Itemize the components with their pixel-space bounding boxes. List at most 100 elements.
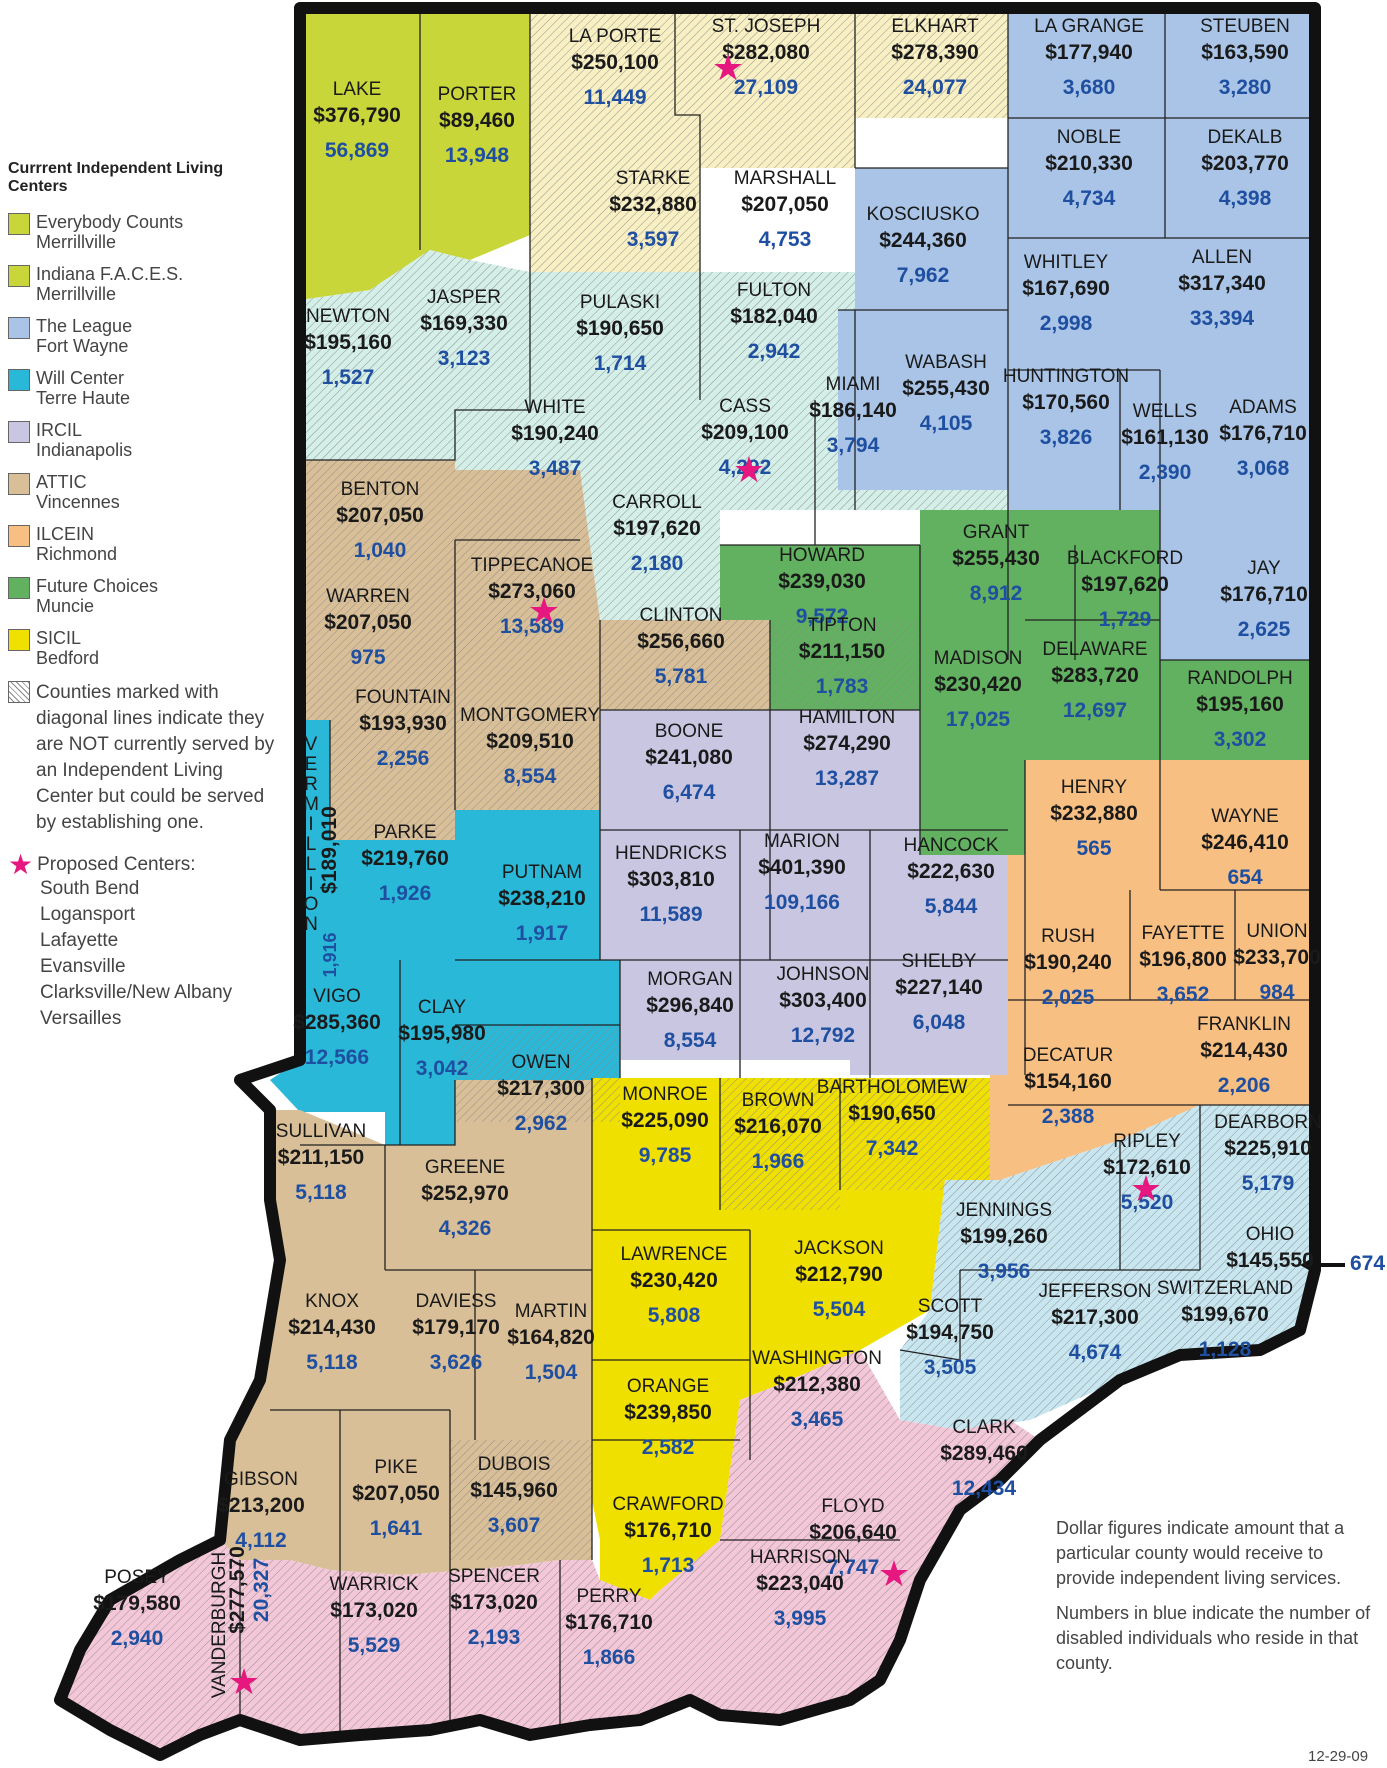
county-name: DUBOIS bbox=[478, 1454, 551, 1475]
legend-center-name: Future Choices bbox=[36, 576, 159, 596]
unserved-hatch-overlay bbox=[60, 8, 1315, 1755]
county-disabled-count: 984 bbox=[1259, 981, 1294, 1004]
county-name: WARREN bbox=[326, 586, 410, 607]
county-name: WELLS bbox=[1133, 401, 1197, 422]
county-disabled-count: 5,844 bbox=[925, 895, 978, 918]
legend-swatch bbox=[8, 577, 30, 599]
county-disabled-count: 1,504 bbox=[525, 1361, 578, 1384]
county-dollar: $203,770 bbox=[1201, 152, 1289, 175]
county-dollar: $173,020 bbox=[330, 1599, 418, 1622]
hatch-north bbox=[530, 8, 1008, 272]
legend-center-name: SICIL bbox=[36, 628, 82, 648]
county-name: ORANGE bbox=[627, 1376, 709, 1397]
county-dollar: $222,630 bbox=[907, 860, 995, 883]
county-name: NEWTON bbox=[306, 306, 390, 327]
notes: Dollar figures indicate amount that a pa… bbox=[1056, 1516, 1381, 1686]
county-borders bbox=[239, 8, 1315, 1740]
county-name: MARSHALL bbox=[734, 168, 836, 189]
region-league bbox=[838, 8, 1315, 785]
county-dollar: $176,710 bbox=[1219, 422, 1307, 445]
county-dollar: $145,550 bbox=[1226, 1249, 1314, 1272]
county-name: CLAY bbox=[418, 997, 467, 1018]
county-name: TIPTON bbox=[807, 615, 876, 636]
legend-center-name: The League bbox=[36, 316, 133, 336]
county-name: ADAMS bbox=[1229, 397, 1297, 418]
county-disabled-count: 4,753 bbox=[759, 228, 812, 251]
proposed-center: Versailles bbox=[40, 1008, 122, 1029]
county-name-letter: V bbox=[305, 734, 318, 755]
county-disabled-count: 2,025 bbox=[1042, 986, 1095, 1009]
county-dollar: $303,400 bbox=[779, 989, 867, 1012]
county-disabled-count: 4,734 bbox=[1063, 187, 1116, 210]
county-disabled-count: 7,962 bbox=[897, 264, 950, 287]
dollar-note: Dollar figures indicate amount that a pa… bbox=[1056, 1518, 1345, 1588]
county-name: HANCOCK bbox=[903, 835, 998, 856]
county-disabled-count: 7,342 bbox=[866, 1137, 919, 1160]
county-disabled-count: 1,527 bbox=[322, 366, 375, 389]
county-name: SPENCER bbox=[448, 1566, 540, 1587]
county-disabled-count: 1,926 bbox=[379, 882, 432, 905]
county-disabled-count: 1,783 bbox=[816, 675, 869, 698]
county-dollar: $197,620 bbox=[613, 517, 701, 540]
county-dollar: $232,880 bbox=[609, 193, 697, 216]
county-dollar: $190,240 bbox=[1024, 951, 1112, 974]
proposed-center: South Bend bbox=[40, 878, 140, 899]
county-name: LAKE bbox=[333, 79, 382, 100]
county-name-letter: M bbox=[303, 794, 319, 815]
county-disabled-count: 2,582 bbox=[642, 1436, 695, 1459]
county-dollar: $274,290 bbox=[803, 732, 891, 755]
county-disabled-count: 8,554 bbox=[504, 765, 557, 788]
county-name: CLARK bbox=[952, 1417, 1016, 1438]
legend-center-city: Vincennes bbox=[36, 492, 120, 512]
county-disabled-count: 654 bbox=[1227, 866, 1262, 889]
region-ircil bbox=[600, 710, 1008, 1075]
county-dollar: $207,050 bbox=[741, 193, 829, 216]
legend-center-name: Everybody Counts bbox=[36, 212, 184, 232]
county-name: DEARBORN bbox=[1214, 1112, 1322, 1133]
proposed-center-stars: ★★★★★★ bbox=[228, 48, 1162, 1703]
county-dollar: $145,960 bbox=[470, 1479, 558, 1502]
legend-label: Indiana F.A.C.E.S.Merrillville bbox=[36, 264, 183, 304]
county-name: MADISON bbox=[934, 648, 1023, 669]
county-disabled-count: 1,128 bbox=[1199, 1338, 1252, 1361]
county-dollar: $252,970 bbox=[421, 1182, 509, 1205]
county-dollar: $89,460 bbox=[439, 109, 515, 132]
county-dollar: $154,160 bbox=[1024, 1070, 1112, 1093]
county-disabled-count: 12,434 bbox=[952, 1477, 1017, 1500]
proposed-center: Clarksville/New Albany bbox=[40, 982, 233, 1003]
county-name: WAYNE bbox=[1211, 806, 1279, 827]
county-name: HARRISON bbox=[750, 1547, 850, 1568]
county-disabled-count: 1,641 bbox=[370, 1517, 423, 1540]
county-disabled-count: 3,607 bbox=[488, 1514, 541, 1537]
county-name: JASPER bbox=[427, 287, 501, 308]
county-disabled-count: 24,077 bbox=[903, 76, 967, 99]
county-dollar: $256,660 bbox=[637, 630, 725, 653]
county-disabled-count: 1,966 bbox=[752, 1150, 805, 1173]
county-name: HENRY bbox=[1061, 777, 1127, 798]
